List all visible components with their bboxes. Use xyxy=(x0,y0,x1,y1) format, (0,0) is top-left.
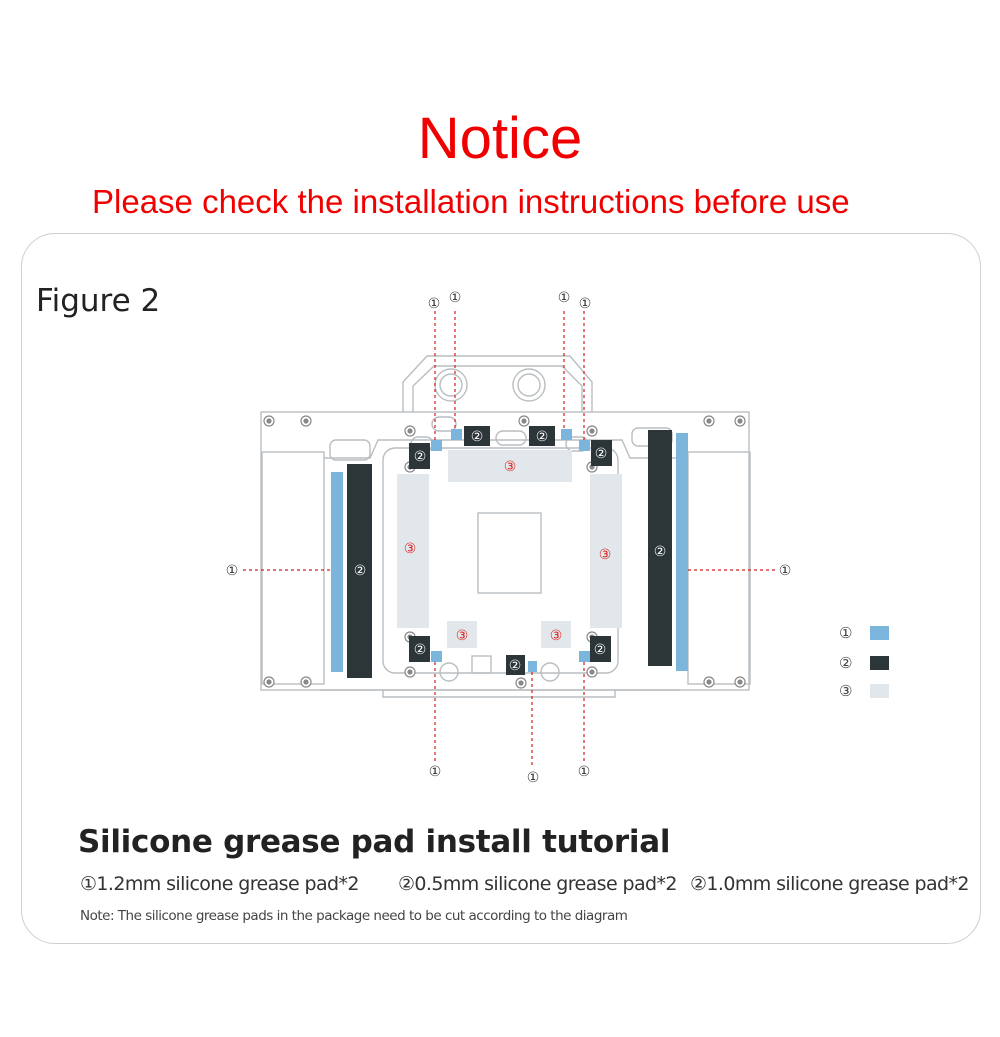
pad-marker-3: ③ xyxy=(504,459,517,475)
pad-marker-2: ② xyxy=(354,563,367,579)
legend-swatch-3 xyxy=(870,684,889,698)
notice-title: Notice xyxy=(417,106,583,171)
legend-swatch-1 xyxy=(870,626,889,640)
legend-swatch-2 xyxy=(870,656,889,670)
callout-marker-1: ① xyxy=(226,563,239,579)
figure-label: Figure 2 xyxy=(36,283,161,319)
pad-marker-2: ② xyxy=(509,658,522,674)
leader-lines xyxy=(243,311,776,768)
pad-3-markers: ③ ③ ③ ③ ③ xyxy=(404,459,612,644)
pads-type-3 xyxy=(397,450,622,648)
callout-marker-1: ① xyxy=(449,290,462,306)
legend-marker-1: ① xyxy=(839,624,853,642)
callout-marker-1: ① xyxy=(429,764,442,780)
pads-type-1 xyxy=(331,429,688,672)
pad-marker-3: ③ xyxy=(456,628,469,644)
callout-marker-1: ① xyxy=(428,296,441,312)
pad-marker-3: ③ xyxy=(404,541,417,557)
pad-spec-2: ②0.5mm silicone grease pad*2 xyxy=(398,873,677,895)
callout-markers: ① ① ① ① ① ① ① ① ① xyxy=(226,290,792,786)
callout-marker-1: ① xyxy=(579,296,592,312)
legend-marker-2: ② xyxy=(839,654,853,672)
tutorial-note: Note: The silicone grease pads in the pa… xyxy=(80,908,628,924)
figure-card xyxy=(21,233,981,944)
pad-2-markers: ② ② ② ② ② ② ② ② ② xyxy=(354,429,667,674)
pad-marker-2: ② xyxy=(595,446,608,462)
legend-marker-3: ③ xyxy=(839,682,853,700)
pads-type-2 xyxy=(347,426,672,678)
pad-marker-3: ③ xyxy=(599,547,612,563)
pad-marker-2: ② xyxy=(536,429,549,445)
callout-marker-1: ① xyxy=(779,563,792,579)
callout-marker-1: ① xyxy=(558,290,571,306)
pad-spec-3: ②1.0mm silicone grease pad*2 xyxy=(690,873,969,895)
pad-marker-2: ② xyxy=(594,642,607,658)
callout-marker-1: ① xyxy=(527,770,540,786)
pad-marker-2: ② xyxy=(414,449,427,465)
pad-marker-3: ③ xyxy=(550,628,563,644)
pad-spec-1: ①1.2mm silicone grease pad*2 xyxy=(80,873,359,895)
callout-marker-1: ① xyxy=(578,764,591,780)
pad-marker-2: ② xyxy=(414,642,427,658)
pad-marker-2: ② xyxy=(654,544,667,560)
tutorial-title: Silicone grease pad install tutorial xyxy=(78,824,671,860)
notice-subtitle: Please check the installation instructio… xyxy=(92,183,850,220)
pad-marker-2: ② xyxy=(471,429,484,445)
